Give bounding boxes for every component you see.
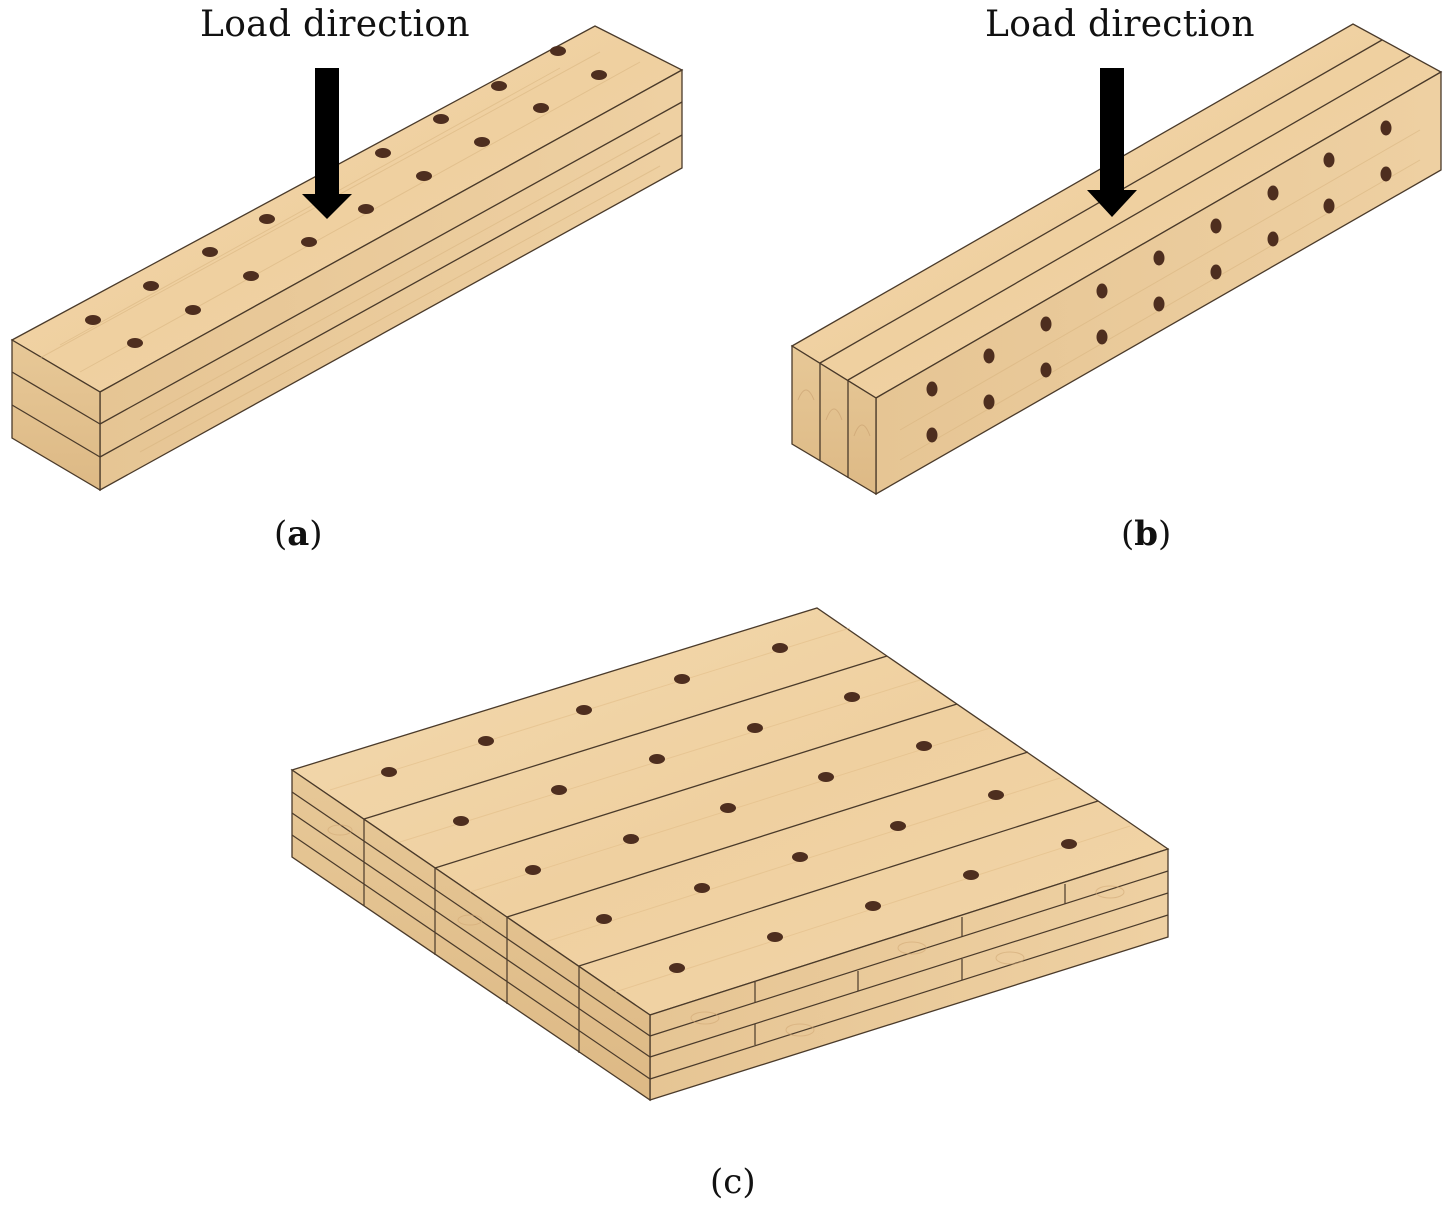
dowel xyxy=(1061,839,1077,849)
dowel xyxy=(767,932,783,942)
caption-letter: b xyxy=(1134,514,1159,554)
caption-close: ) xyxy=(309,514,323,554)
dowel xyxy=(926,427,938,443)
caption-open: ( xyxy=(710,1162,724,1202)
dowel xyxy=(649,754,665,764)
dowel xyxy=(127,338,143,348)
slab-c-dowels xyxy=(381,643,1077,973)
panel-b-load-label: Load direction xyxy=(985,4,1255,45)
dowel xyxy=(983,348,995,364)
caption-letter: c xyxy=(723,1162,743,1202)
dowel xyxy=(890,821,906,831)
dowel xyxy=(1267,185,1279,201)
dowel xyxy=(381,767,397,777)
dowel xyxy=(416,171,432,181)
beam-a-grain xyxy=(39,51,661,453)
dowel xyxy=(243,271,259,281)
dowel xyxy=(143,281,159,291)
dowel xyxy=(491,81,507,91)
caption-close: ) xyxy=(742,1162,756,1202)
dowel xyxy=(1096,283,1108,299)
dowel xyxy=(844,692,860,702)
dowel xyxy=(1210,264,1222,280)
dowel xyxy=(916,741,932,751)
dowel xyxy=(623,834,639,844)
dowel xyxy=(525,865,541,875)
dowel xyxy=(674,674,690,684)
dowel xyxy=(478,736,494,746)
dowel xyxy=(963,870,979,880)
dowel xyxy=(1040,316,1052,332)
caption-close: ) xyxy=(1158,514,1172,554)
dowel xyxy=(301,237,317,247)
dowel xyxy=(533,103,549,113)
dowel xyxy=(983,394,995,410)
down-arrow-icon xyxy=(1087,68,1137,217)
panel-a-beam xyxy=(10,25,684,492)
caption-letter: a xyxy=(287,514,310,554)
beam-a-lamination-lines xyxy=(11,101,683,458)
panel-a-load-label: Load direction xyxy=(200,4,470,45)
dowel xyxy=(202,247,218,257)
slab-c-end-grain xyxy=(327,824,1125,1037)
caption-open: ( xyxy=(274,514,288,554)
dowel xyxy=(596,914,612,924)
dowel xyxy=(865,901,881,911)
dowel xyxy=(1380,166,1392,182)
dowel xyxy=(1323,198,1335,214)
dowel xyxy=(185,305,201,315)
panel-b-caption: (b) xyxy=(1121,514,1171,554)
dowel xyxy=(1267,231,1279,247)
dowel xyxy=(550,46,566,56)
dowel xyxy=(818,772,834,782)
dowel xyxy=(1153,250,1165,266)
beam-b-dowels xyxy=(926,120,1392,443)
dowel xyxy=(1096,329,1108,345)
caption-open: ( xyxy=(1121,514,1135,554)
slab-c-board-lines xyxy=(363,655,1099,967)
dowel xyxy=(551,785,567,795)
dowel xyxy=(85,315,101,325)
dowel xyxy=(669,963,685,973)
dowel xyxy=(453,816,469,826)
panel-b-beam xyxy=(790,23,1443,496)
dowel xyxy=(1153,296,1165,312)
down-arrow-icon xyxy=(302,68,352,219)
dowel xyxy=(747,723,763,733)
dowel xyxy=(433,114,449,124)
dowel xyxy=(926,381,938,397)
beam-a-dowels xyxy=(85,46,607,348)
dowel xyxy=(375,148,391,158)
panel-c-caption: (c) xyxy=(710,1162,756,1202)
dowel xyxy=(1210,218,1222,234)
dowel xyxy=(1380,120,1392,136)
dowel xyxy=(591,70,607,80)
dowel xyxy=(792,852,808,862)
panel-c-slab xyxy=(290,607,1170,1102)
dowel xyxy=(474,137,490,147)
dowel xyxy=(720,803,736,813)
dowel xyxy=(259,214,275,224)
dowel xyxy=(358,204,374,214)
dowel xyxy=(694,883,710,893)
dowel xyxy=(1323,152,1335,168)
dowel xyxy=(1040,362,1052,378)
beam-b-end-grain xyxy=(797,389,871,437)
dowel xyxy=(772,643,788,653)
dowel xyxy=(576,705,592,715)
panel-a-caption: (a) xyxy=(274,514,323,554)
dowel xyxy=(988,790,1004,800)
